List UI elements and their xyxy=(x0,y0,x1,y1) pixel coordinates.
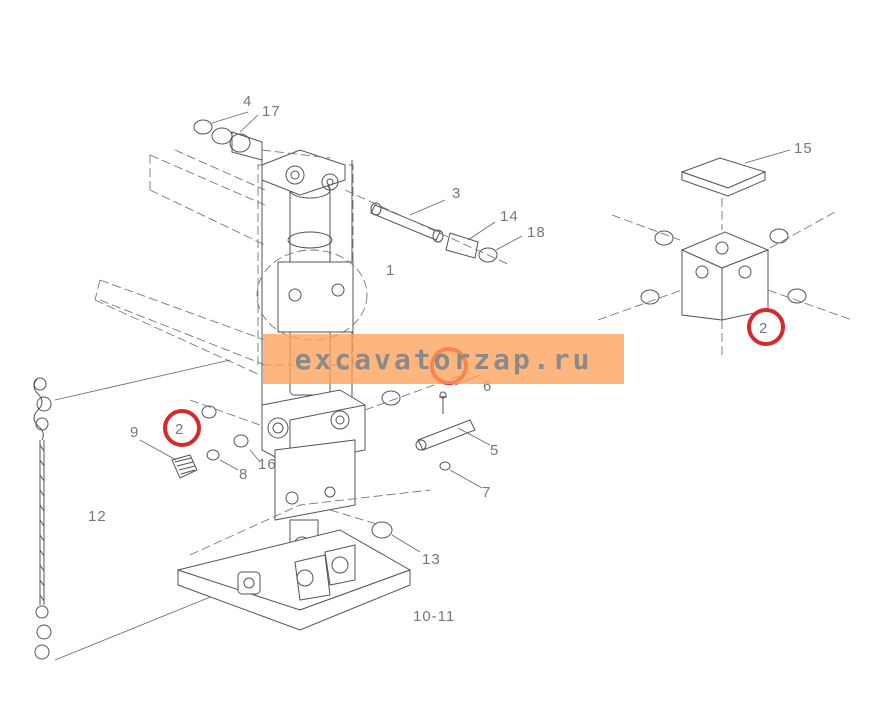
watermark-text: excavatorzap.ru xyxy=(294,342,593,376)
part-label-9: 9 xyxy=(130,424,139,441)
highlight-circle-left xyxy=(163,409,201,447)
part-label-13: 13 xyxy=(422,551,441,568)
part-label-4: 4 xyxy=(243,93,252,110)
part-label-7: 7 xyxy=(482,484,491,501)
right-block-assembly xyxy=(597,149,853,355)
part-label-16: 16 xyxy=(258,456,277,473)
valve-block xyxy=(261,389,366,554)
part-label-14: 14 xyxy=(500,208,519,225)
upper-pin-parts xyxy=(193,111,331,161)
frame-beam-upper xyxy=(94,149,266,376)
part-label-5: 5 xyxy=(490,442,499,459)
seal-ring xyxy=(329,509,421,553)
part-label-17: 17 xyxy=(262,103,281,120)
small-parts-left xyxy=(139,399,261,479)
part-label-1: 1 xyxy=(386,262,395,279)
horizontal-pin-parts xyxy=(344,189,523,266)
part-label-12: 12 xyxy=(88,508,107,525)
part-label-2-left: 2 xyxy=(175,421,184,438)
watermark-banner: excavatorzap.ru xyxy=(263,334,624,384)
part-label-2-block: 2 xyxy=(759,320,768,337)
part-label-18: 18 xyxy=(527,224,546,241)
part-label-8: 8 xyxy=(239,466,248,483)
base-plate xyxy=(177,489,431,631)
highlight-circle-block xyxy=(747,308,785,346)
part-label-6: 6 xyxy=(483,378,492,395)
cable-assembly xyxy=(33,359,241,661)
small-parts-right xyxy=(364,371,491,489)
part-label-15: 15 xyxy=(794,140,813,157)
part-label-3: 3 xyxy=(452,185,461,202)
part-label-10-11: 10-11 xyxy=(413,608,455,625)
